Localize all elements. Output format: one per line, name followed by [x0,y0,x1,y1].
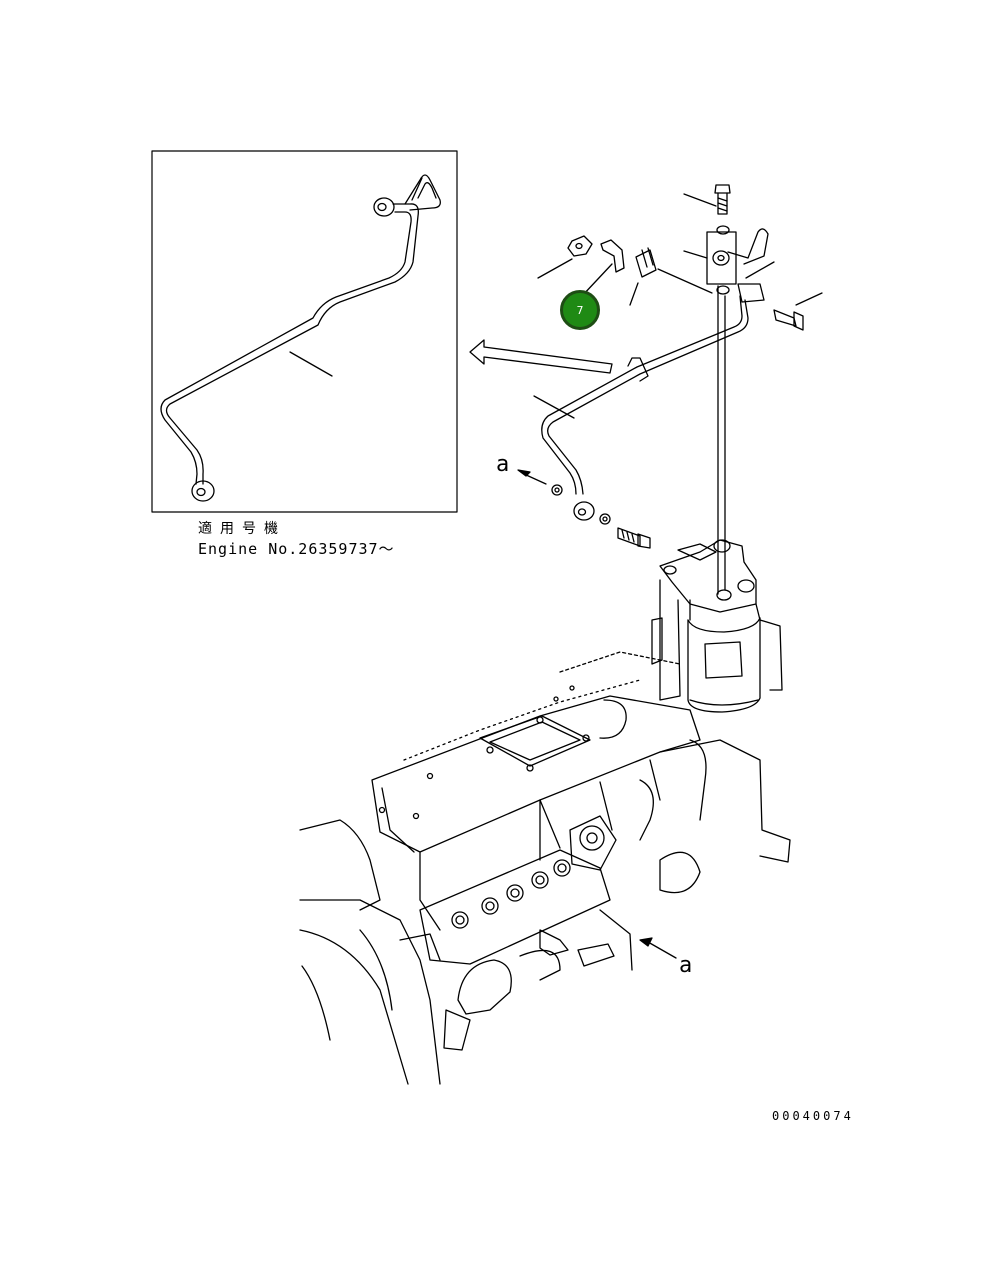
bolt-top [714,184,731,215]
leader-clip-2 [657,268,713,294]
bolt-right [773,309,804,331]
tube-clip [627,357,649,382]
leader-nut [537,258,573,279]
inset-leader-line [289,351,333,377]
reference-a-bottom: a [679,953,693,978]
inset-arrow [469,339,613,374]
arrow-a-bottom [639,937,677,959]
applicable-serial-label: 適用号機 [198,521,286,537]
drawing-number: 00040074 [772,1109,854,1123]
leader-bolt-top [683,193,717,207]
main-tube [541,283,765,495]
washer-a-left [551,484,563,496]
leader-bolt-right [795,292,823,306]
filter-head [659,539,761,621]
washer-top [716,225,730,235]
washer-a-right [599,513,611,525]
reference-a-top: a [496,452,510,477]
inset-frame [151,150,458,513]
engine-number-label: Engine No.26359737～ [198,540,395,558]
leader-right-bracket [745,261,775,279]
leader-bracket [683,250,708,259]
inset-tube [160,174,441,485]
part-callout-number: 7 [576,303,584,317]
clip [635,247,657,278]
inset-eye-joint-bottom [191,480,215,502]
injection-pump [399,815,633,1051]
banjo-bolt [617,527,651,549]
eye-joint-lower [573,501,595,521]
part-callout-marker[interactable]: 7 [560,290,600,330]
filter-canister [687,617,761,713]
clamp-bracket [600,239,625,273]
leader-clip [629,282,639,306]
filter-mount [651,579,783,701]
arrow-a-top [517,469,547,485]
bracket-plate [706,228,769,285]
washer-mid [716,285,730,295]
nut [567,235,593,257]
leader-main-tube [533,395,575,419]
engine-block [299,651,791,1085]
inset-eye-joint-top [373,197,395,217]
